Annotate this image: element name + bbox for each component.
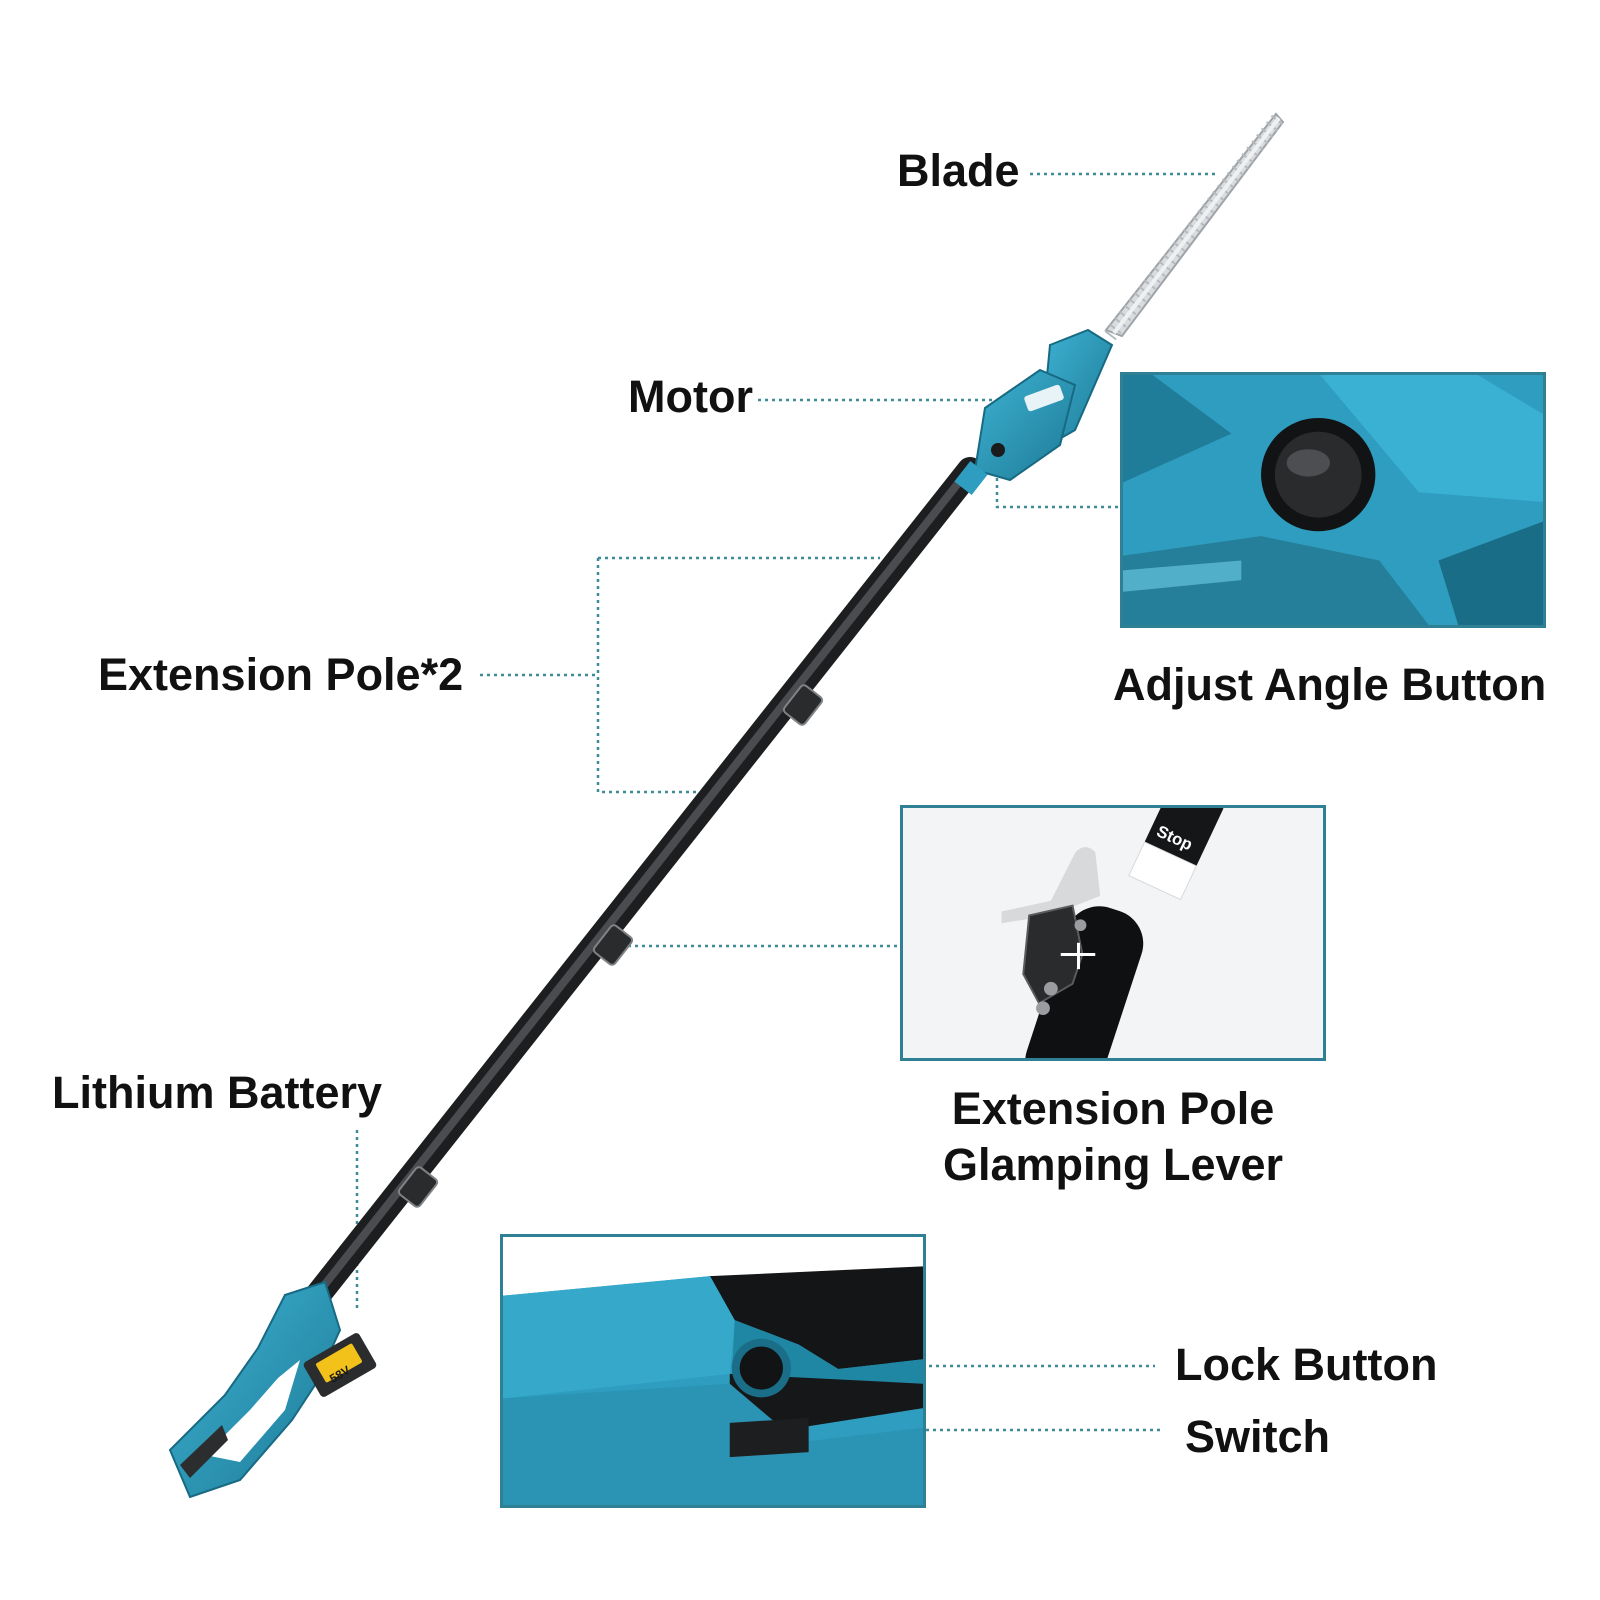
lithium-battery: 58V <box>303 1333 377 1397</box>
detail-lock-button-switch <box>500 1234 926 1508</box>
leader-line-adjust-angle <box>995 450 1120 509</box>
extension-pole <box>297 457 983 1318</box>
motor-head <box>954 328 1114 496</box>
label-lithium-battery: Lithium Battery <box>52 1067 383 1118</box>
label-clamping-lever-line2: Glamping Lever <box>942 1139 1284 1190</box>
label-blade: Blade <box>897 145 1020 196</box>
detail-adjust-angle-button <box>1120 372 1546 628</box>
label-adjust-angle-button: Adjust Angle Button <box>1113 659 1547 710</box>
label-motor: Motor <box>628 371 753 422</box>
label-extension-pole: Extension Pole*2 <box>98 649 464 700</box>
blade <box>1104 111 1286 341</box>
handle-assembly: 58V <box>168 1280 377 1499</box>
leader-line-extension-pole-bracket <box>596 556 880 794</box>
label-clamping-lever-line1: Extension Pole <box>951 1083 1275 1134</box>
label-switch: Switch <box>1185 1411 1331 1462</box>
detail-clamping-lever: Stop <box>900 805 1326 1061</box>
label-lock-button: Lock Button <box>1175 1339 1438 1390</box>
